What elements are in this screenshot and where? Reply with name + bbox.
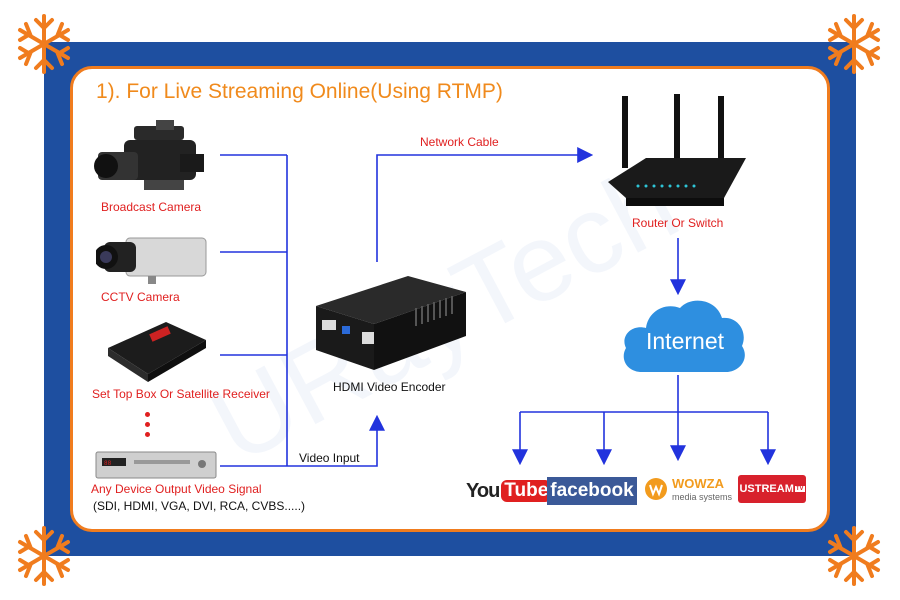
- router-icon: [608, 94, 746, 206]
- network-cable-label: Network Cable: [420, 135, 499, 149]
- youtube-tube-text: Tube: [501, 480, 552, 502]
- snowflake-icon: [828, 14, 880, 74]
- internet-label: Internet: [646, 328, 724, 354]
- ustream-text: USTREAM: [739, 483, 794, 495]
- more-devices-dots: [145, 412, 151, 442]
- wowza-mark-icon: [645, 478, 667, 500]
- cctv-camera-label: CCTV Camera: [101, 290, 180, 304]
- ustream-logo: USTREAM TV: [738, 475, 806, 503]
- youtube-you-text: You: [466, 479, 500, 502]
- dvd-player-icon: 88: [95, 451, 217, 479]
- internet-cloud-icon: [623, 300, 745, 372]
- hdmi-encoder-label: HDMI Video Encoder: [333, 380, 446, 394]
- any-device-label: Any Device Output Video Signal: [91, 482, 262, 496]
- broadcast-camera-icon: [94, 120, 204, 190]
- diagram-title: 1). For Live Streaming Online(Using RTMP…: [96, 80, 503, 103]
- snowflake-icon: [828, 526, 880, 586]
- cctv-camera-icon: [96, 237, 207, 284]
- set-top-box-icon: [108, 322, 206, 382]
- set-top-box-label: Set Top Box Or Satellite Receiver: [92, 387, 270, 401]
- any-device-sublabel: (SDI, HDMI, VGA, DVI, RCA, CVBS.....): [93, 499, 306, 513]
- hdmi-encoder-icon: [316, 276, 466, 370]
- ustream-tv-text: TV: [794, 486, 805, 492]
- snowflake-icon: [18, 14, 70, 74]
- snowflake-icon: [18, 526, 70, 586]
- router-label: Router Or Switch: [632, 216, 724, 230]
- broadcast-camera-label: Broadcast Camera: [101, 200, 202, 214]
- facebook-logo: facebook: [547, 477, 637, 505]
- youtube-logo: You Tube: [466, 476, 552, 506]
- wowza-logo: WOWZA media systems: [644, 473, 734, 507]
- wowza-text: WOWZA: [672, 476, 724, 491]
- video-input-label: Video Input: [299, 451, 360, 465]
- wowza-subtext: media systems: [672, 492, 733, 502]
- svg-text:88: 88: [104, 460, 112, 467]
- facebook-text: facebook: [550, 480, 634, 501]
